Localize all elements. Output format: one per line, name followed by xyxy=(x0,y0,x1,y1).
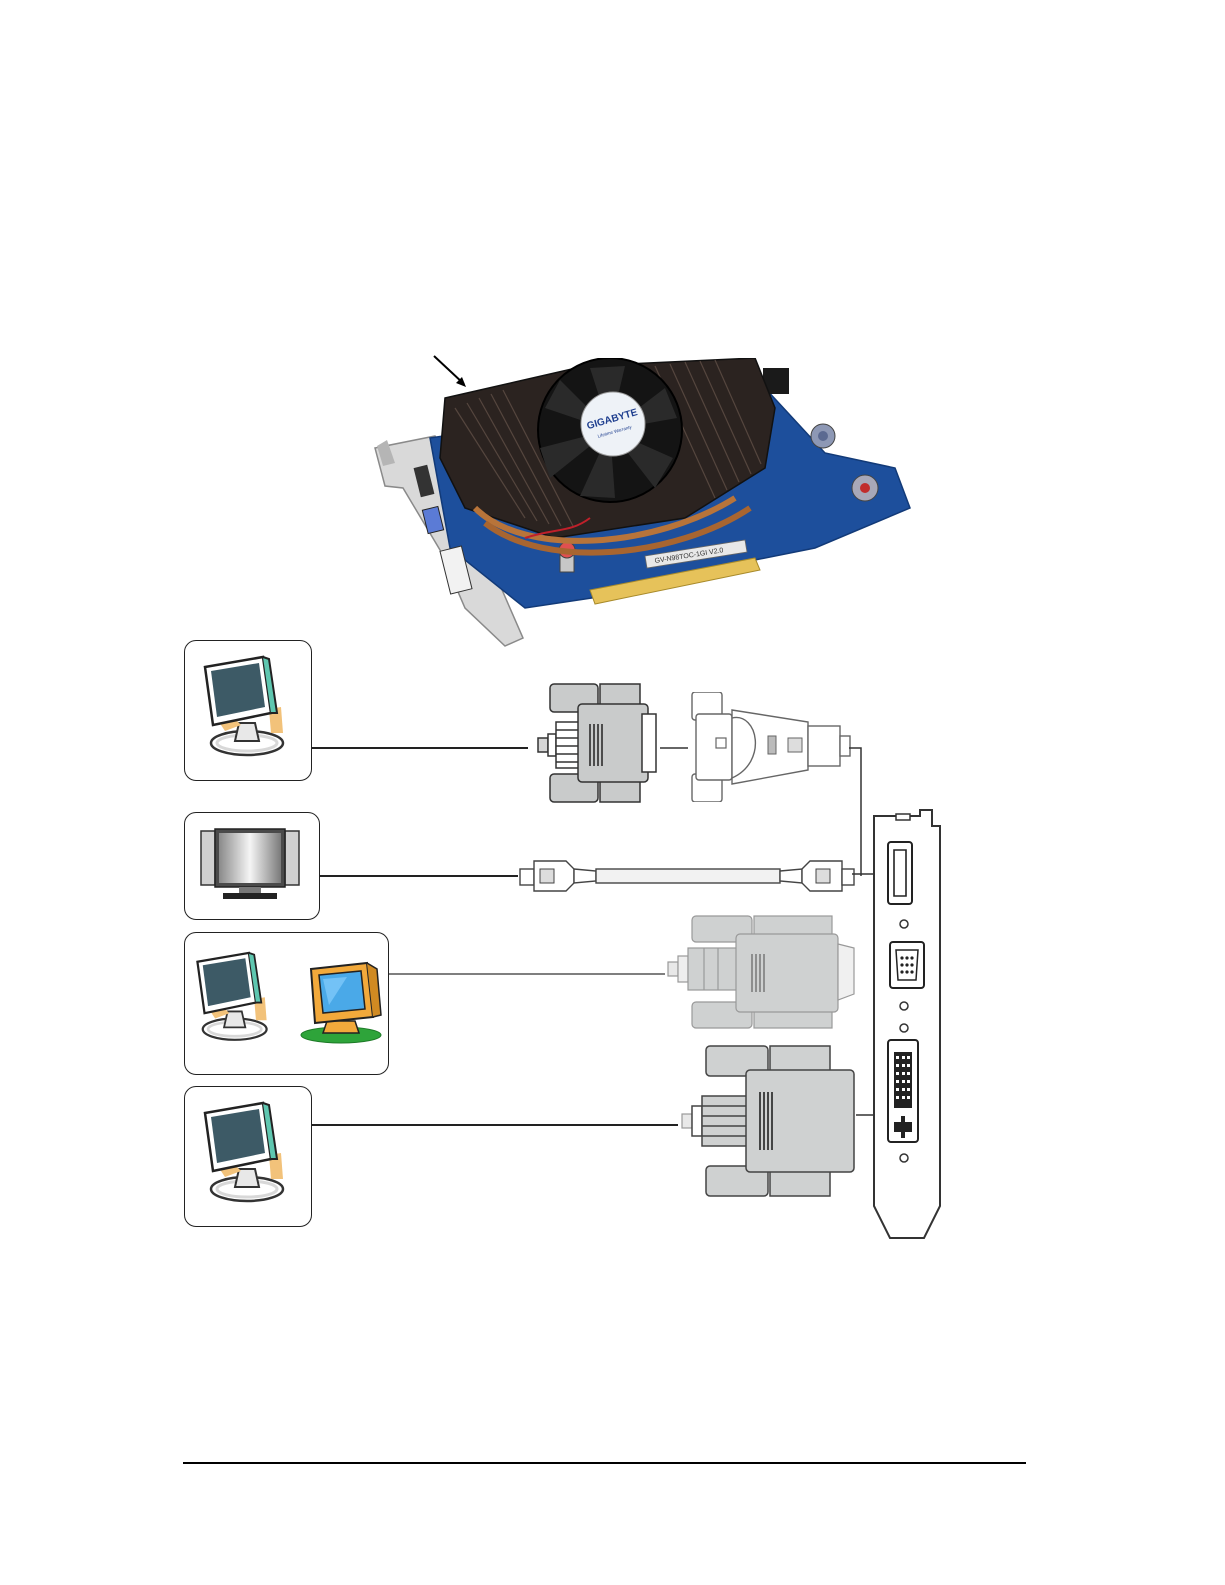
display-box-lcd-tv xyxy=(184,812,320,920)
graphics-card-image: GV-N98TOC-1GI V2.0 GIGABYTE Lifetime War… xyxy=(355,358,915,648)
cable-line-row3 xyxy=(389,971,669,977)
dvi-port xyxy=(888,1040,918,1142)
lcd-tv-icon xyxy=(185,813,317,917)
display-box-lcd-monitor-2 xyxy=(184,1086,312,1227)
vga-port xyxy=(890,942,924,988)
dvi-connector-row4 xyxy=(678,1044,858,1200)
vga-connector xyxy=(664,914,858,1032)
cable-line-row1 xyxy=(312,745,532,751)
cable-line-row4 xyxy=(312,1122,682,1128)
lcd-monitor-icon xyxy=(185,1087,309,1224)
display-box-monitor-crt xyxy=(184,932,389,1075)
lcd-monitor-icon xyxy=(185,933,295,1073)
hdmi-cable xyxy=(516,855,856,897)
crt-monitor-icon xyxy=(297,959,387,1049)
dvi-to-hdmi-adapter xyxy=(688,692,853,802)
dvi-connector-row1 xyxy=(530,682,660,807)
adapter-link-line xyxy=(660,745,690,751)
footer-rule xyxy=(183,1462,1026,1464)
card-bracket xyxy=(868,806,948,1244)
hdmi-port xyxy=(888,842,912,904)
display-box-lcd-monitor-1 xyxy=(184,640,312,781)
cable-line-row2 xyxy=(320,873,520,879)
lcd-monitor-icon xyxy=(185,641,309,778)
